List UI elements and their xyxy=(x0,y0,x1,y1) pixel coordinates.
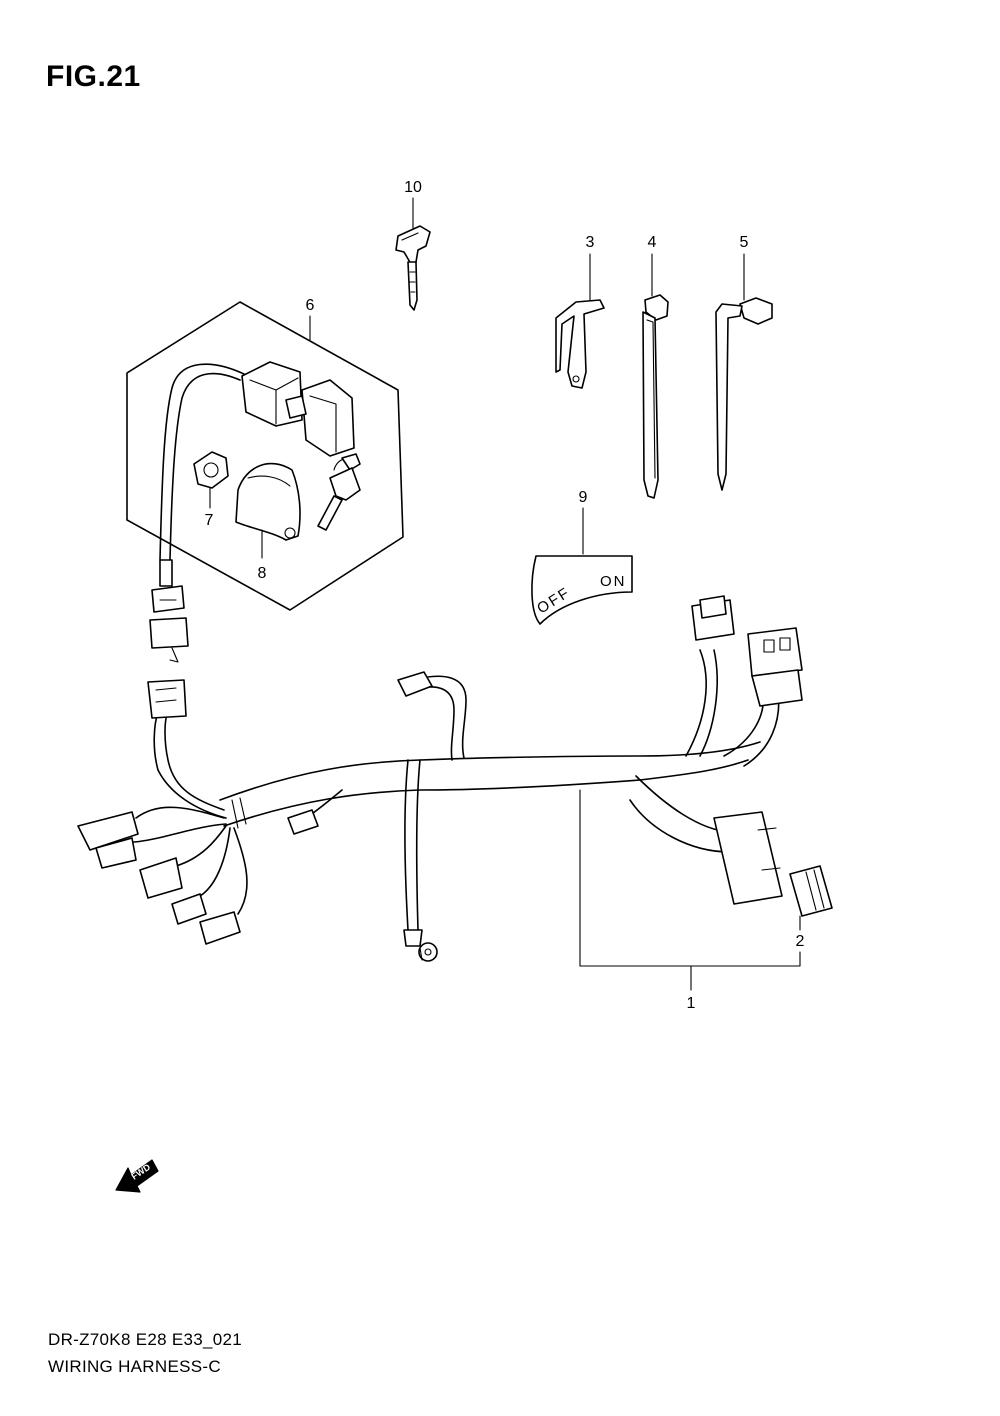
cable-tie-5-part[interactable]: 5 xyxy=(715,234,773,491)
callout-2: 2 xyxy=(796,933,805,950)
diagram-name: WIRING HARNESS-C xyxy=(48,1357,221,1376)
model-code: DR-Z70K8 E28 E33_021 xyxy=(48,1330,243,1349)
fwd-arrow-icon: FWD xyxy=(115,1159,159,1193)
key-part[interactable]: 10 xyxy=(395,179,431,311)
callout-10: 10 xyxy=(404,179,422,196)
callout-9: 9 xyxy=(579,489,588,506)
cover-part[interactable]: 8 xyxy=(235,462,301,582)
callout-3: 3 xyxy=(586,234,595,251)
harness-bracket: 1 xyxy=(579,789,801,1012)
nut-part[interactable]: 7 xyxy=(193,451,229,529)
callout-6: 6 xyxy=(306,297,315,314)
cable-tie-4-part[interactable]: 4 xyxy=(642,234,669,499)
callout-7: 7 xyxy=(205,512,214,529)
callout-5: 5 xyxy=(740,234,749,251)
ignition-switch-part[interactable]: 6 xyxy=(126,297,404,663)
callout-4: 4 xyxy=(648,234,657,251)
callout-1: 1 xyxy=(687,995,696,1012)
wiring-harness-part[interactable] xyxy=(77,595,803,962)
plate-on-label: ON xyxy=(600,573,627,590)
plate-part[interactable]: 9 OFF ON xyxy=(531,489,633,625)
clamp-part[interactable]: 3 xyxy=(555,234,605,389)
fuse-part[interactable]: 2 xyxy=(789,865,833,950)
callout-8: 8 xyxy=(258,565,267,582)
figure-title: FIG.21 xyxy=(46,60,141,93)
